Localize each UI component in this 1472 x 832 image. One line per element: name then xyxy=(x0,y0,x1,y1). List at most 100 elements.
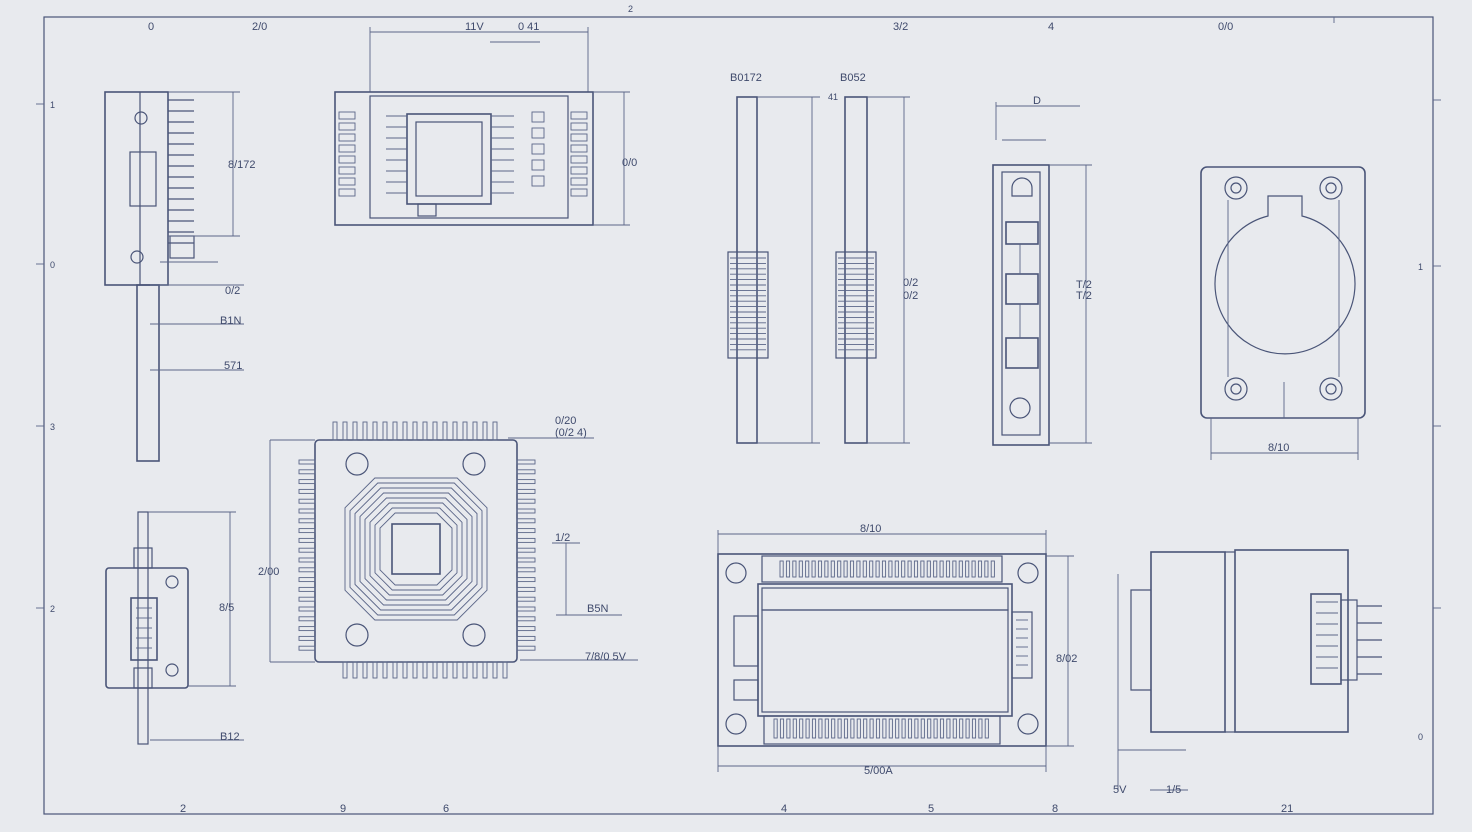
frame-left-zone-4: 2 xyxy=(50,604,55,614)
lcd-pin-top xyxy=(945,560,951,578)
lcd-pin-top xyxy=(785,560,791,578)
chip-pin-left xyxy=(298,567,316,573)
smd-pad xyxy=(531,159,545,171)
heatspreader-ring xyxy=(344,477,488,621)
chip-dim-right: 1/2 xyxy=(555,532,570,544)
header-pin xyxy=(570,144,588,153)
chip-pin-right xyxy=(516,645,536,651)
chip-pin-left xyxy=(298,645,316,651)
frame-top-zone-3: 3/2 xyxy=(893,21,908,33)
chip-pin-bottom xyxy=(452,661,458,679)
chip-pin-left xyxy=(298,547,316,553)
heatspreader-ring xyxy=(369,502,463,596)
chip-pin-right xyxy=(516,518,536,524)
heatspreader-ring xyxy=(364,497,468,601)
chip-pin-top xyxy=(342,421,348,441)
heatspreader-ring xyxy=(374,507,458,591)
frame-bottom-zone-4: 4 xyxy=(781,803,787,815)
frame-bottom-zone-2: 9 xyxy=(340,803,346,815)
chip-pin-left xyxy=(298,635,316,641)
chip-pin-left xyxy=(298,469,316,475)
side-connector-drawing: 8/172 0/2 B1N 571 xyxy=(104,91,256,462)
heatspreader-ring xyxy=(354,487,478,611)
chip-pin-bottom xyxy=(422,661,428,679)
chip-pin-right xyxy=(516,557,536,563)
connector-dim-c: 571 xyxy=(224,360,242,372)
frame-left-zone-2: 0 xyxy=(50,260,55,270)
chip-pin-left xyxy=(298,488,316,494)
chip-pin-right xyxy=(516,469,536,475)
lcd-pin-top xyxy=(920,560,925,578)
header-pin xyxy=(338,155,356,164)
frame-bottom-zone-6: 8 xyxy=(1052,803,1058,815)
chip-pin-top xyxy=(362,421,368,441)
chip-pin-left xyxy=(298,626,316,632)
box-component-drawing: 5V 1/5 xyxy=(1113,549,1382,796)
lcd-pin-bottom xyxy=(882,718,887,739)
module-width-label-b: 0 41 xyxy=(518,21,539,33)
lcd-pin-top xyxy=(837,560,842,578)
chip-pin-top xyxy=(492,421,498,441)
lcd-pin-bottom xyxy=(965,718,970,739)
chip-pin-right xyxy=(516,547,536,553)
chip-pin-top xyxy=(412,421,418,441)
chip-pin-bottom xyxy=(472,661,478,679)
lcd-pin-top xyxy=(977,560,983,578)
lcd-pin-top xyxy=(817,560,823,578)
chip-pin-top xyxy=(332,421,338,441)
lcd-pin-top xyxy=(779,560,784,578)
smd-pad xyxy=(531,143,545,155)
chip-pin-left xyxy=(298,586,316,592)
chip-pin-right xyxy=(516,528,536,534)
chip-pin-left xyxy=(298,537,316,543)
lcd-pin-bottom xyxy=(914,718,919,739)
lcd-pin-bottom xyxy=(927,718,932,739)
chip-pin-right xyxy=(516,616,536,622)
smd-pad xyxy=(531,127,545,139)
chip-pin-top xyxy=(422,421,428,441)
lcd-pin-top xyxy=(971,560,976,578)
lcd-pin-bottom xyxy=(850,718,855,739)
frame-top-zone-1: 0 xyxy=(148,21,154,33)
chip-pin-right xyxy=(516,586,536,592)
chip-pin-bottom xyxy=(482,661,488,679)
lcd-pin-bottom xyxy=(946,718,951,739)
chip-pin-bottom xyxy=(362,661,368,679)
chip-pin-left xyxy=(298,557,316,563)
lcd-pin-bottom xyxy=(907,718,913,739)
chip-pin-left xyxy=(298,577,316,583)
header-pin xyxy=(338,133,356,142)
chip-pin-right xyxy=(516,567,536,573)
lcd-pin-bottom xyxy=(843,718,849,739)
chip-pin-right xyxy=(516,606,536,612)
lcd-pin-top xyxy=(894,560,899,578)
rod-pair-drawing: B0172 B052 41 0/2 0/2 xyxy=(727,72,918,444)
chip-pin-left xyxy=(298,498,316,504)
frame-top-zone-4: 4 xyxy=(1048,21,1054,33)
lcd-pin-top xyxy=(792,560,797,578)
chip-pin-right xyxy=(516,459,536,465)
rod-right-title: B052 xyxy=(840,72,866,84)
header-pin xyxy=(570,122,588,131)
chip-pin-bottom xyxy=(352,661,358,679)
chip-pin-top xyxy=(442,421,448,441)
box-left-label: 5V xyxy=(1113,784,1127,796)
rod-left-title: B0172 xyxy=(730,72,762,84)
chip-pin-top xyxy=(372,421,378,441)
chip-pin-top xyxy=(382,421,388,441)
chip-pin-right xyxy=(516,508,536,514)
lcd-pin-top xyxy=(843,560,848,578)
header-pin xyxy=(570,155,588,164)
lcd-pin-bottom xyxy=(805,718,810,739)
lcd-pin-top xyxy=(824,560,829,578)
header-pin xyxy=(338,122,356,131)
connector-dim-a: 0/2 xyxy=(225,285,240,297)
lcd-pin-top xyxy=(984,560,989,578)
connector-height-label: 8/172 xyxy=(228,159,256,171)
chip-pin-bottom xyxy=(342,661,348,679)
box-bottom-label: 1/5 xyxy=(1166,784,1181,796)
chip-lead-label: B5N xyxy=(587,603,608,615)
frame-right-zone-2: 0 xyxy=(1418,732,1423,742)
chip-pin-top xyxy=(482,421,488,441)
chip-pin-bottom xyxy=(392,661,398,679)
